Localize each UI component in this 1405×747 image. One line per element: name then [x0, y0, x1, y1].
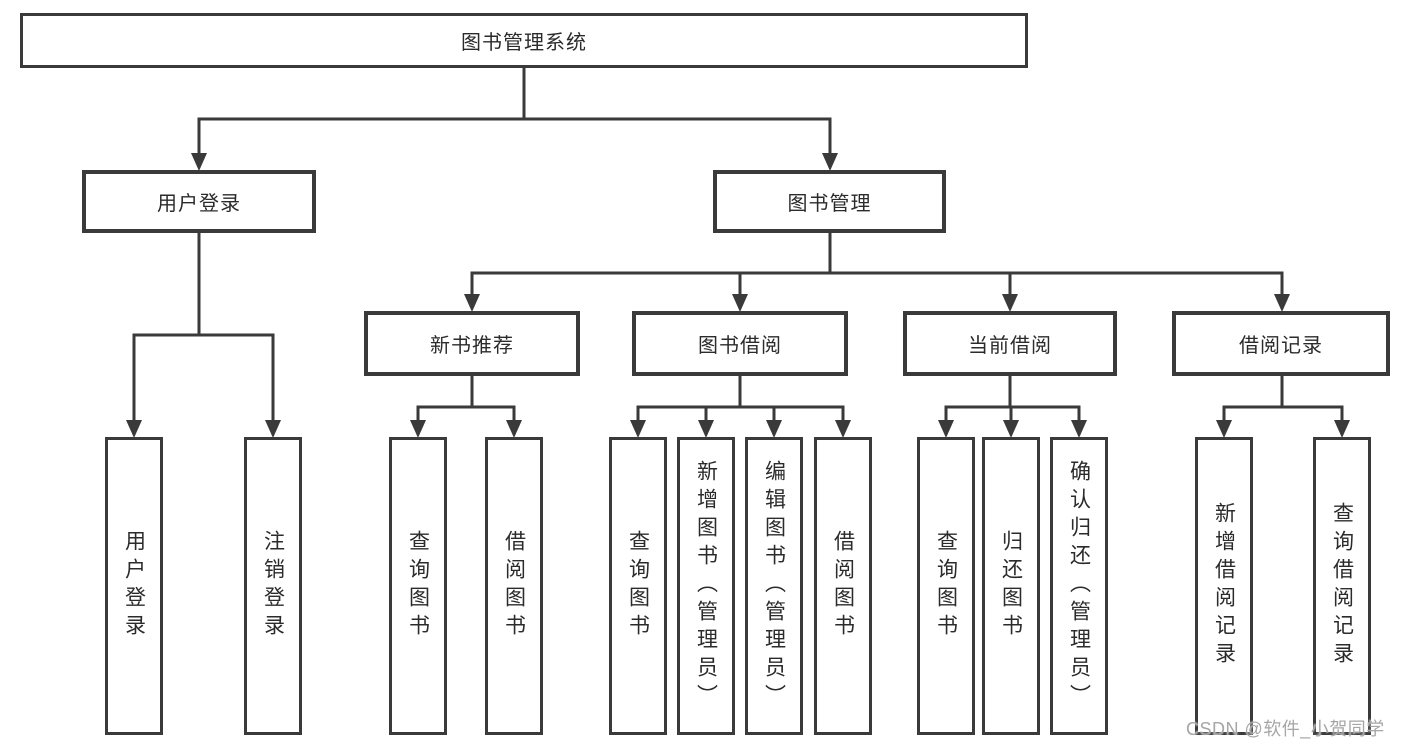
node-user-login-label: 用户登录	[157, 193, 241, 215]
leaf-logout: 注销登录	[244, 437, 302, 735]
connector-borrow-records-split	[1222, 376, 1344, 423]
leaf-label: 查询借阅记录	[1330, 502, 1354, 670]
node-borrow-records-label: 借阅记录	[1239, 335, 1323, 357]
connector-user-login-split	[132, 232, 275, 423]
leaf-label: 借阅图书	[502, 530, 526, 642]
node-root: 图书管理系统	[20, 13, 1028, 68]
csdn-watermark: CSDN @软件_小贺同学	[1186, 719, 1385, 739]
leaf-records-add: 新增借阅记录	[1195, 437, 1253, 735]
node-book-mgmt-label: 图书管理	[787, 193, 872, 215]
leaf-current-confirm-admin: 确认归还（管理员）	[1050, 437, 1108, 735]
arrowhead	[1071, 420, 1087, 438]
leaf-label: 注销登录	[261, 530, 285, 642]
arrowhead	[938, 420, 954, 438]
leaf-current-query: 查询图书	[917, 437, 975, 735]
leaf-label: 归还图书	[999, 530, 1023, 642]
node-book-mgmt: 图书管理	[713, 170, 946, 233]
node-new-books-label: 新书推荐	[430, 335, 514, 357]
arrowhead	[1003, 420, 1019, 438]
leaf-current-return: 归还图书	[982, 437, 1040, 735]
connector-book-mgmt-split	[470, 232, 1284, 297]
arrowhead	[766, 420, 782, 438]
leaf-borrow-add-admin: 新增图书（管理员）	[677, 437, 735, 735]
node-current-borrow-label: 当前借阅	[968, 335, 1052, 357]
leaf-borrow-query: 查询图书	[609, 437, 667, 735]
arrowhead	[835, 420, 851, 438]
arrowhead	[732, 294, 748, 312]
leaf-label: 新增借阅记录	[1212, 502, 1236, 670]
arrowhead	[630, 420, 646, 438]
leaf-new-books-query: 查询图书	[389, 437, 447, 735]
arrowhead	[822, 153, 838, 171]
node-book-borrow: 图书借阅	[632, 311, 848, 376]
leaf-label: 查询图书	[934, 530, 958, 642]
node-new-books: 新书推荐	[364, 311, 580, 376]
connector-current-borrow-split	[944, 376, 1081, 423]
arrowhead	[1002, 294, 1018, 312]
leaf-label: 查询图书	[406, 530, 430, 642]
node-root-label: 图书管理系统	[461, 32, 587, 54]
leaf-new-books-borrow: 借阅图书	[485, 437, 543, 735]
leaf-records-query: 查询借阅记录	[1313, 437, 1371, 735]
leaf-label: 用户登录	[122, 530, 146, 642]
node-book-borrow-label: 图书借阅	[698, 335, 782, 357]
arrowhead	[698, 420, 714, 438]
leaf-label: 编辑图书（管理员）	[762, 460, 786, 712]
arrowhead	[464, 294, 480, 312]
arrowhead	[126, 420, 142, 438]
leaf-borrow-edit-admin: 编辑图书（管理员）	[745, 437, 803, 735]
leaf-label: 确认归还（管理员）	[1067, 460, 1091, 712]
arrowhead	[506, 420, 522, 438]
connector-book-borrow-split	[636, 376, 845, 423]
arrowhead	[1334, 420, 1350, 438]
arrowhead	[265, 420, 281, 438]
leaf-user-login: 用户登录	[105, 437, 163, 735]
leaf-borrow-book: 借阅图书	[814, 437, 872, 735]
leaf-label: 借阅图书	[831, 530, 855, 642]
leaf-label: 查询图书	[626, 530, 650, 642]
node-user-login: 用户登录	[82, 170, 316, 233]
arrowhead	[410, 420, 426, 438]
arrowhead	[1216, 420, 1232, 438]
connector-root-split	[197, 68, 832, 156]
node-current-borrow: 当前借阅	[903, 311, 1117, 376]
node-borrow-records: 借阅记录	[1172, 311, 1390, 376]
connector-new-books-split	[416, 376, 516, 423]
leaf-label: 新增图书（管理员）	[694, 460, 718, 712]
arrowhead	[1274, 294, 1290, 312]
arrowhead	[191, 153, 207, 171]
